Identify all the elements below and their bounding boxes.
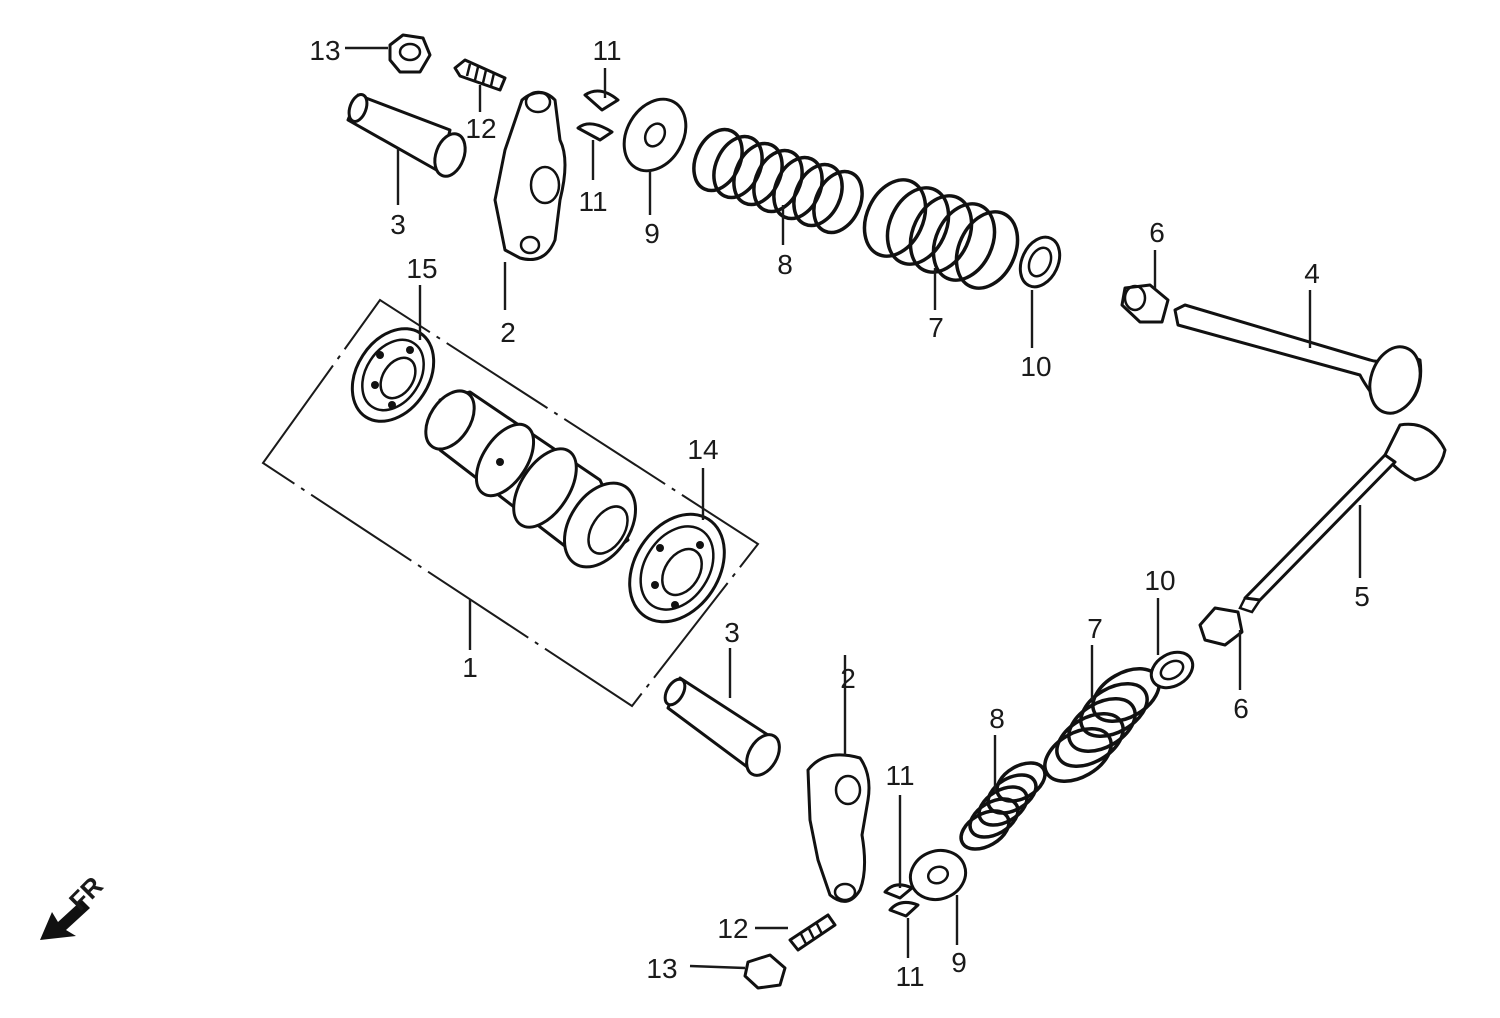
callout-12-lower: 12 bbox=[717, 913, 748, 944]
lock-nut-upper-part[interactable] bbox=[388, 33, 432, 74]
rocker-shaft-lower-part[interactable] bbox=[661, 676, 786, 781]
callout-7-upper: 7 bbox=[928, 312, 944, 343]
stem-seal-upper-part[interactable] bbox=[1120, 283, 1170, 324]
fr-arrow-icon bbox=[40, 900, 90, 940]
callout-3-upper: 3 bbox=[390, 209, 406, 240]
retainer-lower-part[interactable] bbox=[903, 843, 972, 907]
valve-ex-part[interactable] bbox=[1238, 422, 1447, 614]
spring-seat-upper-part[interactable] bbox=[1013, 231, 1068, 293]
callout-11-upper-a: 11 bbox=[592, 35, 621, 66]
rocker-arm-lower-part[interactable] bbox=[806, 753, 871, 903]
rocker-arm-upper-part[interactable] bbox=[493, 90, 567, 261]
lock-nut-lower-part[interactable] bbox=[743, 953, 787, 990]
bearing-left-part[interactable] bbox=[336, 313, 451, 436]
callout-9-lower: 9 bbox=[951, 947, 967, 978]
inner-spring-lower-part[interactable] bbox=[954, 755, 1051, 857]
inner-spring-upper-part[interactable] bbox=[685, 122, 872, 241]
outer-spring-upper-part[interactable] bbox=[853, 170, 1030, 298]
valve-in-part[interactable] bbox=[1173, 303, 1428, 420]
callout-11-lower-b: 11 bbox=[895, 961, 924, 992]
spring-seat-lower-part[interactable] bbox=[1145, 645, 1199, 695]
camshaft-part[interactable] bbox=[416, 382, 650, 580]
orientation-label: FR bbox=[63, 870, 109, 916]
callout-2-lower: 2 bbox=[840, 663, 856, 694]
callout-3-lower: 3 bbox=[724, 617, 740, 648]
callout-4: 4 bbox=[1304, 258, 1320, 289]
callout-5: 5 bbox=[1354, 581, 1370, 612]
callout-12-upper: 12 bbox=[465, 113, 496, 144]
callout-13-lower: 13 bbox=[646, 953, 677, 984]
callout-9-upper: 9 bbox=[644, 218, 660, 249]
cotter-upper-part[interactable] bbox=[576, 89, 620, 142]
callout-7-lower: 7 bbox=[1087, 613, 1103, 644]
camshaft-assembly-outline bbox=[261, 298, 760, 708]
callout-11-upper-b: 11 bbox=[578, 186, 607, 217]
callout-labels: 1 2 2 3 3 4 5 6 6 7 7 8 8 9 9 10 10 11 1… bbox=[309, 35, 1369, 992]
callout-6-lower: 6 bbox=[1233, 693, 1249, 724]
callout-10-lower: 10 bbox=[1144, 565, 1175, 596]
callout-8-upper: 8 bbox=[777, 249, 793, 280]
stem-seal-lower-part[interactable] bbox=[1198, 606, 1244, 647]
callout-2-upper: 2 bbox=[500, 317, 516, 348]
rocker-shaft-upper-part[interactable] bbox=[346, 92, 471, 180]
callout-1: 1 bbox=[462, 652, 478, 683]
leader-lines bbox=[345, 46, 1362, 970]
callout-15: 15 bbox=[406, 253, 437, 284]
callout-11-lower-a: 11 bbox=[885, 760, 914, 791]
bearing-right-part[interactable] bbox=[610, 496, 744, 639]
callout-6-upper: 6 bbox=[1149, 217, 1165, 248]
callout-10-upper: 10 bbox=[1020, 351, 1051, 382]
callout-8-lower: 8 bbox=[989, 703, 1005, 734]
callout-14: 14 bbox=[687, 434, 718, 465]
outer-spring-lower-part[interactable] bbox=[1036, 658, 1168, 792]
adjust-screw-upper-part[interactable] bbox=[453, 58, 507, 92]
adjust-screw-lower-part[interactable] bbox=[788, 913, 837, 952]
callout-13-upper: 13 bbox=[309, 35, 340, 66]
retainer-upper-part[interactable] bbox=[612, 88, 698, 182]
